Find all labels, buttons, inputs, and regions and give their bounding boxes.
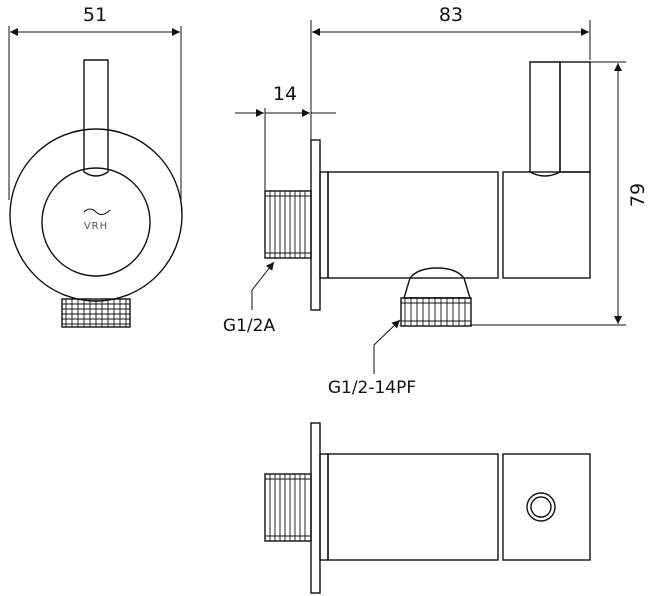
handle-cylinder [502, 171, 591, 279]
bottom-view [264, 422, 591, 594]
side-outlet-thread [400, 297, 472, 327]
outlet-hole-inner [530, 496, 552, 518]
dim-83-text: 83 [439, 4, 463, 26]
leader-inlet [251, 261, 275, 310]
dim-51-text: 51 [83, 4, 107, 26]
dim-14-text: 14 [273, 83, 297, 105]
bottom-valve-body [327, 453, 499, 561]
valve-body [327, 171, 499, 279]
label-inlet-thread: G1/2A [223, 316, 276, 336]
leader-outlet [373, 319, 401, 374]
logo-wave-icon [83, 208, 111, 216]
lever-handle [83, 59, 109, 177]
bottom-handle-cylinder [502, 453, 591, 561]
outlet-hole-outer [526, 492, 556, 522]
lever-bracket [559, 61, 591, 173]
brand-logo: VRH [83, 208, 111, 232]
dim-79-text: 79 [627, 183, 649, 207]
label-outlet-thread: G1/2-14PF [328, 378, 416, 398]
flange-neck [319, 171, 329, 279]
side-lever-handle [529, 61, 561, 177]
handle-disc [41, 167, 151, 277]
bottom-flange-neck [319, 453, 329, 561]
side-view: 83 14 79 [223, 4, 649, 398]
wall-flange [310, 139, 321, 311]
front-view: 51 VRH [8, 4, 183, 328]
outlet-nut [403, 267, 471, 299]
escutcheon-ring [9, 128, 183, 302]
side-inlet-thread [264, 190, 312, 259]
logo-text: VRH [84, 221, 108, 232]
front-outlet-thread [61, 298, 131, 328]
bottom-inlet-thread [264, 473, 312, 542]
bottom-wall-flange [310, 422, 321, 594]
